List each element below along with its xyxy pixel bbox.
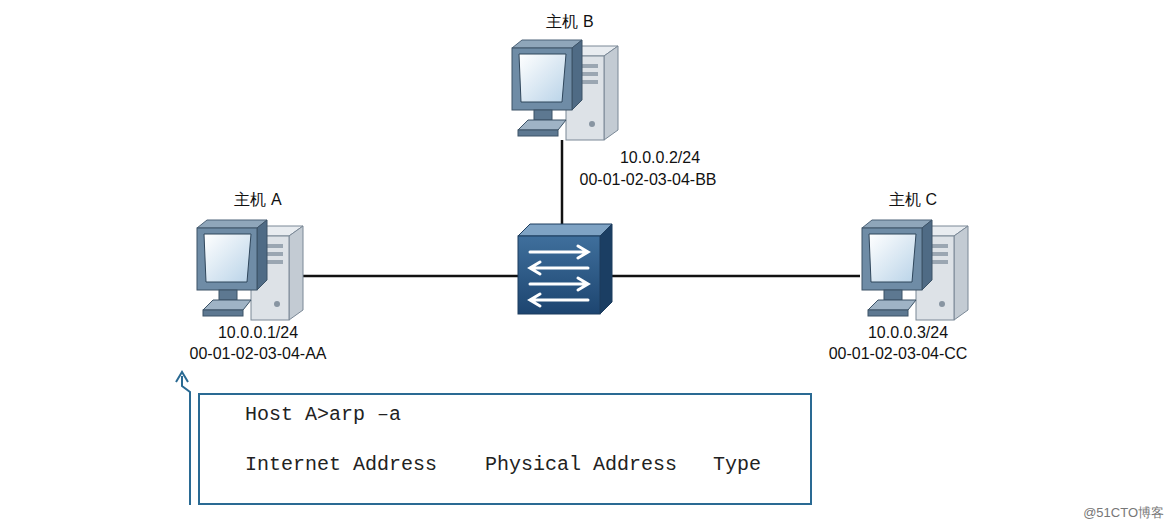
pc-icon <box>862 220 968 320</box>
mac-address: 00-01-02-03-04-AA <box>190 344 327 363</box>
ip-address: 10.0.0.2/24 <box>620 148 700 167</box>
host-node: 主机 B 10.0.0.2/24 00-01-02-03-04-BB <box>546 12 716 189</box>
mac-address: 00-01-02-03-04-BB <box>580 170 717 189</box>
mac-address: 00-01-02-03-04-CC <box>829 344 968 363</box>
command-line: Host A>arp –a <box>245 404 401 426</box>
pc-icon <box>512 40 618 140</box>
link-line <box>300 275 520 278</box>
host-node: 主机 A 10.0.0.1/24 00-01-02-03-04-AA <box>190 190 327 363</box>
link-line <box>606 275 860 278</box>
ip-address: 10.0.0.1/24 <box>218 323 298 342</box>
host-name: 主机 B <box>546 12 593 31</box>
table-header: Internet Address Physical Address Type <box>245 454 761 476</box>
host-name: 主机 A <box>234 190 281 209</box>
pc-icon <box>197 220 303 320</box>
switch-symbol <box>518 224 612 314</box>
callout-leader <box>176 372 190 505</box>
host-node: 主机 C 10.0.0.3/24 00-01-02-03-04-CC <box>829 190 968 363</box>
ip-address: 10.0.0.3/24 <box>868 323 948 342</box>
command-callout: Host A>arp –a Internet Address Physical A… <box>198 393 812 505</box>
host-name: 主机 C <box>889 190 937 209</box>
watermark: @51CTO博客 <box>1083 504 1164 522</box>
link-line <box>561 140 564 232</box>
